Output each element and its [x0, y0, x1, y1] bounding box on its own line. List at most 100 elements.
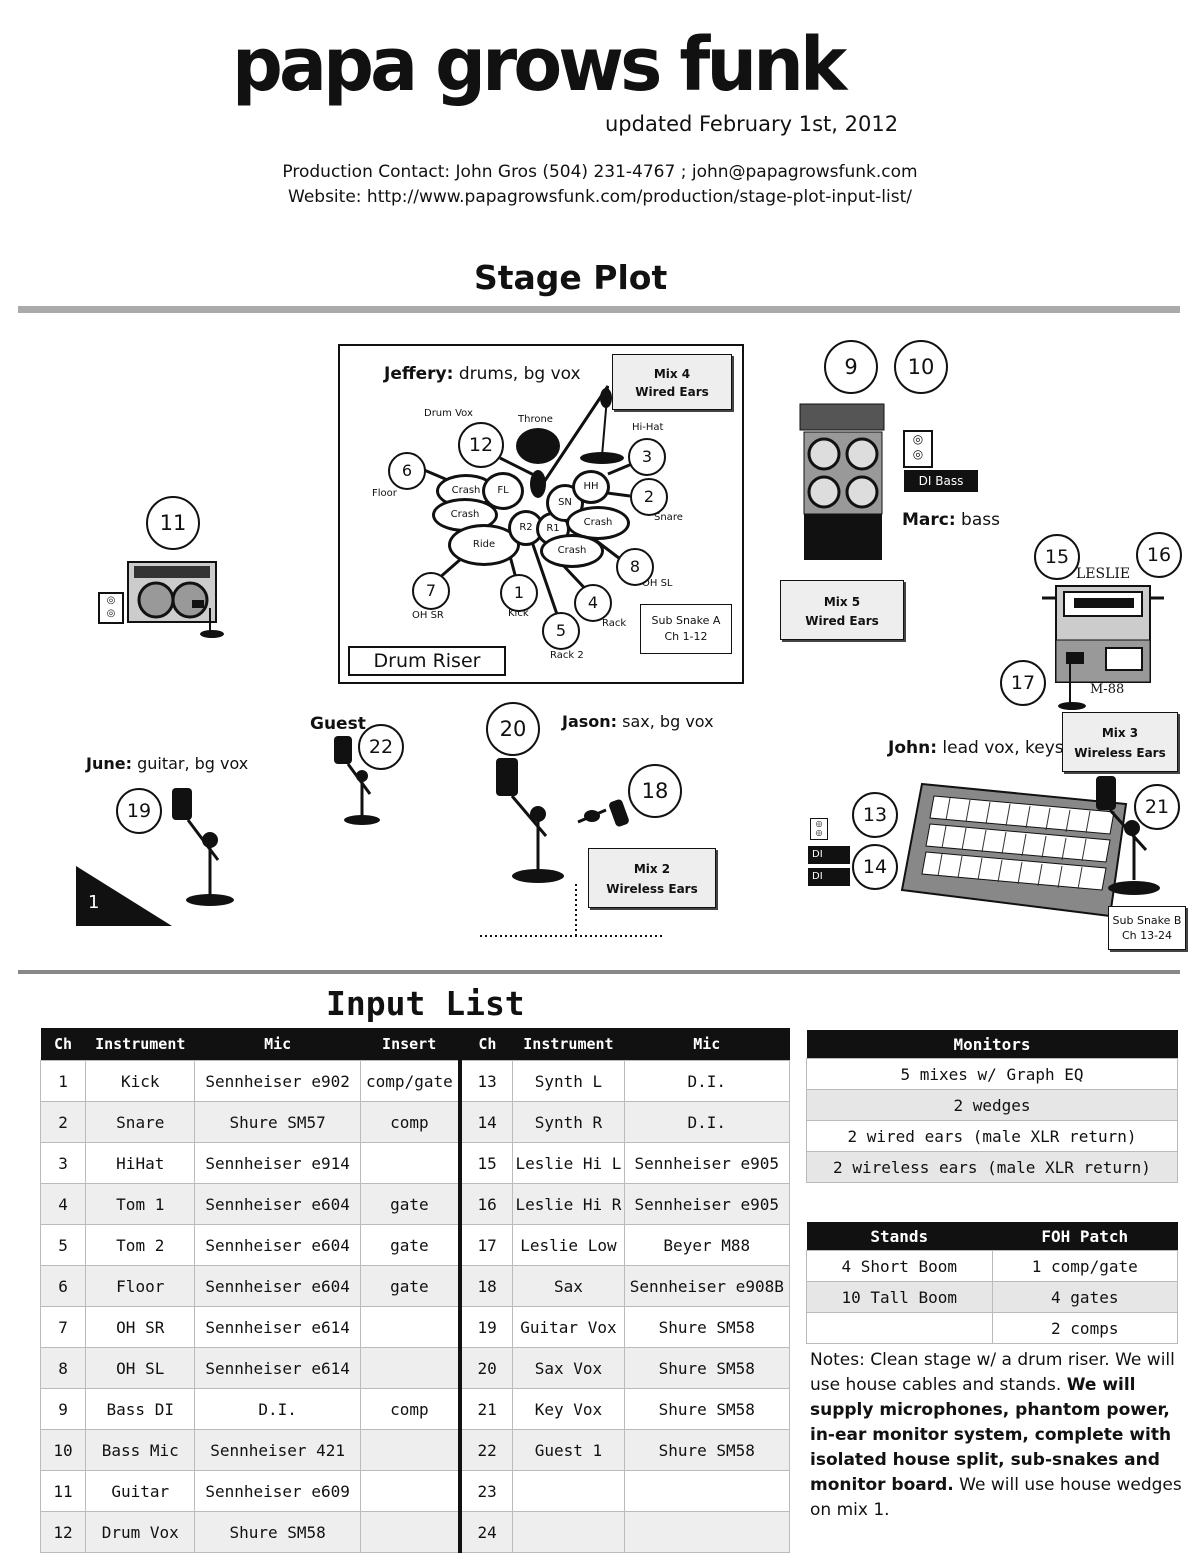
- mic-cell: D.I.: [623, 1060, 791, 1102]
- channel-16-marker: 16: [1136, 532, 1182, 578]
- section-divider: [18, 306, 1180, 313]
- kick-label: Kick: [508, 608, 529, 619]
- mic-cell: [623, 1470, 791, 1512]
- bass-cabinet: [798, 402, 886, 562]
- insert-cell: gate: [359, 1224, 461, 1266]
- channel-10-marker: 10: [894, 340, 948, 394]
- monitor-row: 2 wedges: [806, 1089, 1178, 1121]
- insert-cell: comp: [359, 1388, 461, 1430]
- ch-cell: 19: [457, 1306, 514, 1348]
- jason-label: Jason: sax, bg vox: [562, 712, 714, 731]
- oh-sl-label: OH SL: [642, 578, 673, 589]
- production-contact: Production Contact: John Gros (504) 231-…: [282, 162, 918, 182]
- mic-cell: Shure SM58: [623, 1347, 791, 1389]
- channel-18-marker: 18: [628, 764, 682, 818]
- instrument-cell: Bass Mic: [85, 1429, 196, 1471]
- input-list-table: Ch Instrument Mic Insert Ch Instrument M…: [39, 1028, 791, 1553]
- bass-player-label: Marc: bass: [902, 510, 1000, 530]
- mic-cell: Beyer M88: [623, 1224, 791, 1266]
- channel-14-marker: 14: [852, 844, 898, 890]
- rack2-label: Rack 2: [550, 650, 584, 661]
- ch-cell: 9: [39, 1388, 87, 1430]
- input-list-title: Input List: [326, 984, 525, 1023]
- instrument-cell: Guitar Vox: [512, 1306, 625, 1348]
- mic-cell: Sennheiser e604: [194, 1265, 361, 1307]
- ch-cell: 5: [39, 1224, 87, 1266]
- channel-12-marker: 12: [458, 422, 504, 468]
- channel-19-marker: 19: [116, 788, 162, 834]
- instrument-cell: Snare: [85, 1101, 196, 1143]
- mic-cell: Sennheiser e604: [194, 1183, 361, 1225]
- monitor-row: 2 wired ears (male XLR return): [806, 1120, 1178, 1152]
- june-label: June: guitar, bg vox: [86, 754, 249, 773]
- mic-cell: Shure SM57: [194, 1101, 361, 1143]
- drum-riser-label: Drum Riser: [348, 646, 506, 676]
- drum-vox-label: Drum Vox: [424, 408, 473, 419]
- guitar-amp: [126, 560, 236, 640]
- mic-cell: Sennheiser e604: [194, 1224, 361, 1266]
- insert-cell: gate: [359, 1183, 461, 1225]
- power-outlet-icon: ◎◎: [810, 818, 828, 840]
- stands-cell: 4 Short Boom: [806, 1250, 993, 1282]
- instrument-cell: Floor: [85, 1265, 196, 1307]
- band-name: papa grows funk: [232, 22, 847, 108]
- snare-label: Snare: [654, 512, 683, 523]
- di-label: DI: [808, 868, 850, 886]
- instrument-cell: Guitar: [85, 1470, 196, 1512]
- di-bass-label: DI Bass: [904, 470, 978, 492]
- ch-cell: 21: [457, 1388, 514, 1430]
- foh-cell: 1 comp/gate: [991, 1250, 1178, 1282]
- column-header: Mic: [194, 1028, 361, 1061]
- instrument-cell: Tom 2: [85, 1224, 196, 1266]
- mic-cell: [623, 1511, 791, 1553]
- channel-1-marker: 1: [500, 574, 538, 612]
- mic-cell: Sennheiser 421: [194, 1429, 361, 1471]
- power-outlet-icon: ◎◎: [903, 430, 933, 468]
- mic-cell: Shure SM58: [623, 1306, 791, 1348]
- stands-cell: 10 Tall Boom: [806, 1281, 993, 1313]
- ch-cell: 12: [39, 1511, 87, 1553]
- crash-cymbal: Crash: [540, 534, 604, 568]
- ch-cell: 17: [457, 1224, 514, 1266]
- column-header: Ch: [457, 1028, 513, 1061]
- mic-cell: Sennheiser e914: [194, 1142, 361, 1184]
- power-outlet-icon: ◎◎: [98, 592, 124, 624]
- foh-cell: 2 comps: [991, 1312, 1178, 1344]
- instrument-cell: Key Vox: [512, 1388, 625, 1430]
- column-header: Insert: [360, 1028, 460, 1061]
- mic-cell: Sennheiser e905: [623, 1183, 791, 1225]
- foh-patch-header: FOH Patch: [992, 1222, 1178, 1251]
- hihat-cymbal: HH: [572, 470, 610, 504]
- instrument-cell: OH SL: [85, 1347, 196, 1389]
- insert-cell: comp/gate: [359, 1060, 461, 1102]
- m88-label: M-88: [1090, 682, 1125, 697]
- instrument-cell: Drum Vox: [85, 1511, 196, 1553]
- instrument-cell: [512, 1470, 625, 1512]
- ch-cell: 8: [39, 1347, 87, 1389]
- instrument-cell: Sax: [512, 1265, 625, 1307]
- instrument-cell: Leslie Hi R: [512, 1183, 625, 1225]
- insert-cell: gate: [359, 1265, 461, 1307]
- ch-cell: 13: [457, 1060, 514, 1102]
- keys-player-label: John: lead vox, keys: [888, 738, 1064, 758]
- drummer-label: Jeffery: drums, bg vox: [384, 364, 581, 384]
- guest-label: Guest: [310, 714, 366, 734]
- monitors-header: Monitors: [806, 1030, 1178, 1059]
- insert-cell: [359, 1429, 461, 1471]
- rack-label: Rack: [602, 618, 627, 629]
- notes-text: Notes: Clean stage w/ a drum riser. We w…: [810, 1350, 1182, 1520]
- insert-cell: [359, 1142, 461, 1184]
